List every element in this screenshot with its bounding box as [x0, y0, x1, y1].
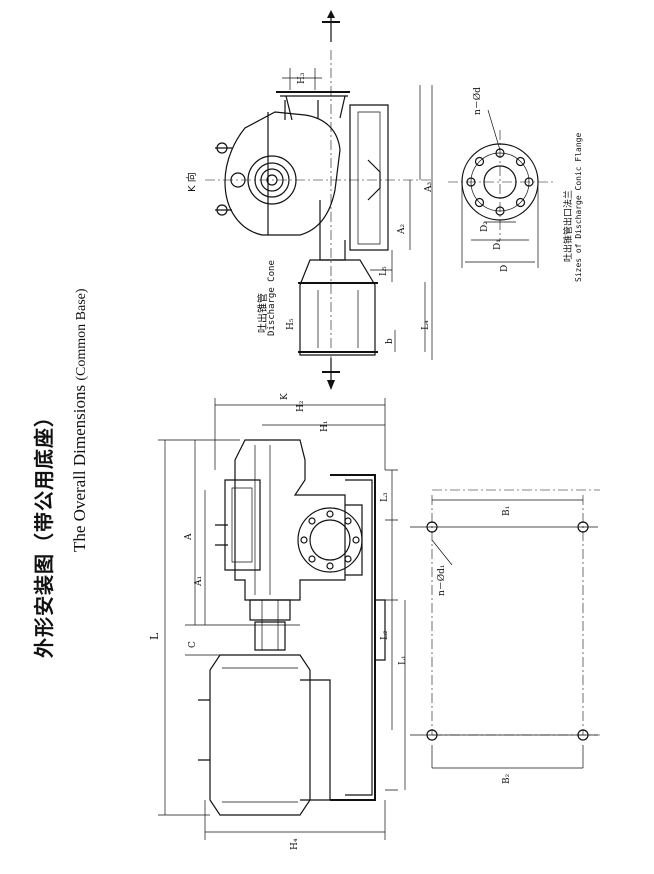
- shaft-seal-outer: [247, 155, 297, 205]
- flange-dim-d1-label: D₁: [493, 239, 503, 250]
- dim-l5: [370, 250, 393, 282]
- pipe-elbow: [319, 200, 346, 261]
- dim-c-label: C: [188, 641, 198, 648]
- motor-body: [209, 654, 311, 816]
- dim-b-label: b: [385, 338, 395, 344]
- bolt-hole: [515, 156, 526, 167]
- dim-k-label: K: [280, 393, 290, 400]
- dim-a3-label: A₃: [424, 181, 434, 192]
- dim-l1-label: L₁: [398, 655, 408, 665]
- discharge-flange-holes: [300, 510, 360, 570]
- motor-terminal-box: [300, 679, 331, 801]
- base-plate-inner: [357, 111, 381, 245]
- k-direction-label: K 向: [187, 172, 198, 192]
- dim-l4-label: L₄: [421, 320, 431, 330]
- k-arrow-top-head: [327, 10, 335, 18]
- flange-caption-en: Sizes of Discharge Conic Flange: [574, 132, 583, 282]
- bolt-hole: [344, 517, 352, 525]
- dim-h4-label: H₄: [290, 838, 300, 850]
- bearing-left: [230, 172, 246, 188]
- flange-bolt-circle: [470, 152, 530, 212]
- bolt-hole: [474, 197, 485, 208]
- flange-bolt-holes: [466, 148, 534, 216]
- common-base: [330, 474, 376, 801]
- base-plate-outer: [349, 104, 389, 251]
- pump-casing-joints: [254, 445, 271, 595]
- bolt-hole: [352, 536, 360, 544]
- coupling-ribs: [261, 600, 279, 650]
- discharge-neck: [345, 504, 363, 576]
- dim-a2-label: A₂: [397, 223, 407, 234]
- base-plate-notch: [367, 159, 381, 201]
- dim-h2-label: H₂: [296, 400, 306, 412]
- dim-l3-label: L₃: [380, 492, 390, 502]
- bolt-lower: [216, 204, 228, 216]
- discharge-cone-label-en: Discharge Cone: [267, 260, 277, 336]
- bolt-hole: [515, 197, 526, 208]
- bolt-upper: [216, 142, 228, 154]
- bolt-hole: [474, 156, 485, 167]
- dim-b2-label: B₂: [502, 773, 512, 784]
- bolt-hole: [524, 177, 534, 187]
- flange-bore: [483, 165, 517, 199]
- flange-dim-d2-label: D₂: [480, 221, 490, 232]
- dim-h5-label: H₅: [286, 318, 296, 330]
- pump-suction-inner: [231, 487, 253, 563]
- bolt-hole: [344, 555, 352, 563]
- main-view-drawing: [158, 398, 600, 840]
- dim-l5-label: L₅: [379, 266, 389, 276]
- k-arrow-bottom-head: [327, 380, 335, 390]
- pump-suction-box: [224, 479, 261, 571]
- pump-suction-stub: [215, 524, 228, 546]
- volute-neck: [284, 100, 319, 120]
- discharge-flange-bore: [309, 519, 351, 561]
- flange-view-drawing: [448, 109, 555, 268]
- bolt-hole: [495, 206, 505, 216]
- coupling-hub-a: [249, 599, 291, 621]
- motor-feet: [198, 699, 210, 761]
- common-base-inner: [345, 479, 373, 796]
- dim-h3: [282, 68, 322, 90]
- flange-dim-d-label: D: [500, 264, 510, 272]
- shaft-end: [266, 174, 278, 186]
- bolt-hole: [308, 517, 316, 525]
- common-base-step: [375, 599, 386, 661]
- dim-h2-ext: [214, 398, 386, 470]
- discharge-cone-ribs: [317, 290, 359, 348]
- dim-b2-ext: [431, 745, 584, 768]
- coupling-hub-b: [254, 621, 286, 651]
- dim-l-ext-right: [385, 469, 398, 791]
- top-view-drawing: [205, 10, 433, 390]
- bolt-hole: [326, 562, 334, 570]
- discharge-cone-outline: [299, 259, 376, 356]
- shaft-seal-mid: [254, 162, 290, 198]
- bolt-hole: [300, 536, 308, 544]
- flange-hole-leader: [487, 109, 501, 151]
- dim-a1-label: A₁: [194, 575, 204, 586]
- dim-l-label: L: [148, 632, 161, 640]
- discharge-throat: [285, 95, 346, 121]
- dim-b1-label: B₁: [502, 505, 512, 516]
- dim-a-label: A: [184, 533, 194, 541]
- dim-flange-d: [461, 182, 539, 268]
- bolt-hole: [326, 510, 334, 518]
- dim-l-ext: [158, 439, 240, 816]
- bolt-hole: [308, 555, 316, 563]
- pump-casing-body: [234, 439, 346, 601]
- dim-l2-label: L₂: [380, 630, 390, 640]
- dim-h4-ext: [204, 800, 386, 840]
- anchor-hole-label: n－Ød₁: [437, 564, 447, 596]
- motor-ends: [222, 667, 298, 803]
- anchor-hole-leader: [431, 539, 453, 566]
- bolt-hole: [466, 177, 476, 187]
- flange-hole-label: n－Ød: [473, 87, 483, 115]
- dim-h1-label: H₁: [320, 420, 330, 432]
- shaft-seal-inner: [260, 168, 284, 192]
- flange-caption-cn: 吐出锥管出口法兰: [564, 189, 574, 262]
- volute-outline: [224, 111, 341, 236]
- support-feet: [215, 147, 232, 211]
- dim-h3-label: H₃: [297, 72, 307, 84]
